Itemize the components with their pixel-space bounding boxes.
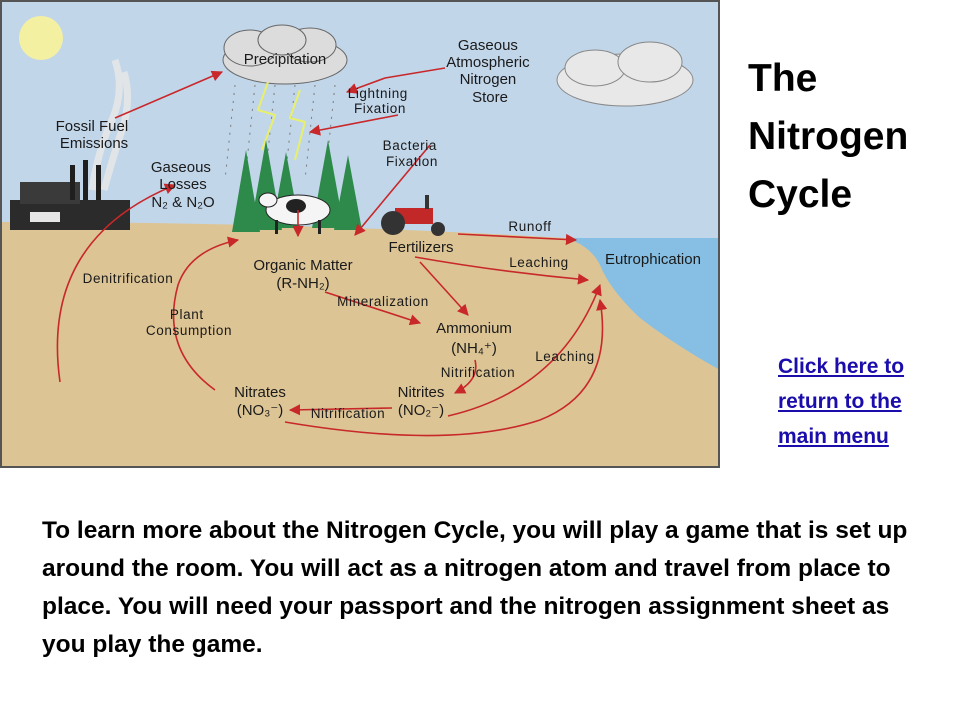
eutrophication-label: Eutrophication [605,251,701,268]
gaseous-losses-line-2: Losses [159,176,207,193]
bacteria-fixation-label: Bacteria Fixation [383,138,442,169]
precipitation-label: Precipitation [244,51,327,68]
leaching-right-label: Leaching [535,349,595,364]
ammonium-label: Ammonium [436,320,512,337]
ammonium-formula: (NH₄⁺) [451,340,497,357]
nitrates-label: Nitrates [234,384,286,401]
plant-consumption-line-2: Consumption [146,323,232,338]
sun-icon [19,16,63,60]
lightning-fixation-line-2: Fixation [354,101,406,116]
nitrification-right-label: Nitrification [441,365,516,380]
organic-matter-label: Organic Matter [253,257,352,274]
denitrification-label: Denitrification [83,271,174,286]
bacteria-fixation-line-2: Fixation [386,154,438,169]
slide-title: The Nitrogen Cycle [748,50,948,224]
gaseous-store-line-2: Atmospheric [446,54,530,71]
lightning-icon [256,81,307,161]
slide-title-line-1: The [748,57,818,100]
mineralization-label: Mineralization [337,294,429,309]
fossil-fuel-line-1: Fossil Fuel [56,118,129,135]
cloud-icon [556,41,694,107]
nitrification-bottom-label: Nitrification [311,406,386,421]
gaseous-losses-label: Gaseous Losses [151,159,215,193]
nitrogen-cycle-diagram: Precipitation Gaseous Atmospheric Nitrog… [0,0,720,468]
gaseous-store-line-1: Gaseous [458,37,518,54]
nitrites-formula: (NO₂⁻) [398,402,444,419]
nitrates-formula: (NO₃⁻) [237,402,284,419]
slide-title-line-2: Nitrogen [748,115,909,158]
leaching-top-label: Leaching [509,255,569,270]
plant-consumption-label: Plant Consumption [146,307,232,338]
organic-matter-formula: (R-NH₂) [276,275,329,292]
gaseous-store-line-4: Store [472,89,508,106]
slide-title-line-3: Cycle [748,173,853,216]
cycle-arrows [56,67,608,437]
instructions-text: To learn more about the Nitrogen Cycle, … [42,517,908,658]
nitrites-label: Nitrites [398,384,445,401]
diagram-border [0,0,720,468]
lightning-fixation-label: Lightning Fixation [348,86,413,116]
precipitation-cloud-icon [222,24,348,85]
fertilizers-label: Fertilizers [388,239,453,256]
fossil-fuel-line-2: Emissions [60,135,128,152]
fossil-fuel-label: Fossil Fuel Emissions [56,118,133,152]
lightning-fixation-line-1: Lightning [348,86,408,101]
gaseous-store-line-3: Nitrogen [460,71,517,88]
runoff-label: Runoff [508,219,551,234]
soil [0,222,720,468]
gaseous-losses-formula: N₂ & N₂O [151,194,214,211]
plant-consumption-line-1: Plant [170,307,204,322]
gaseous-store-label: Gaseous Atmospheric Nitrogen Store [446,37,534,106]
bacteria-fixation-line-1: Bacteria [383,138,437,153]
gaseous-losses-line-1: Gaseous [151,159,211,176]
return-to-main-menu-link[interactable]: Click here to return to the main menu [778,355,905,448]
factory-icon [10,160,130,230]
smoke-icon [88,58,131,191]
water [565,238,720,370]
tractor-icon [381,195,445,236]
